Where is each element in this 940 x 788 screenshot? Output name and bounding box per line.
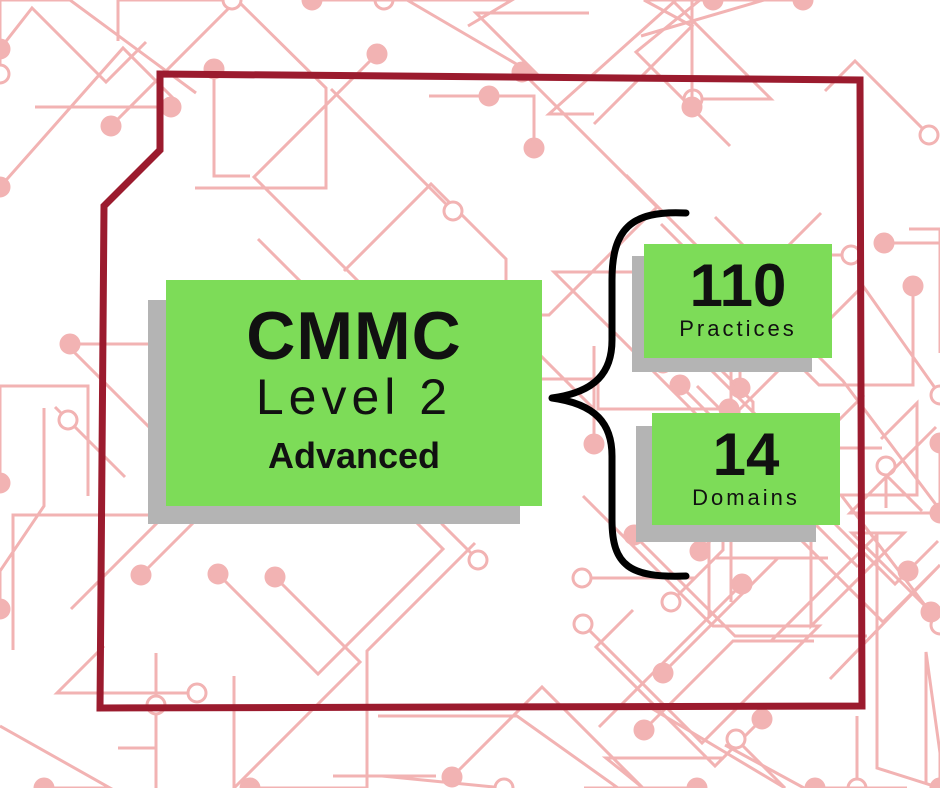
circuit-trace: [0, 5, 148, 85]
circuit-node: [751, 708, 773, 730]
domains-count: 14: [712, 421, 780, 488]
circuit-trace: [333, 774, 505, 788]
circuit-node: [929, 777, 940, 788]
circuit-trace: [642, 639, 814, 732]
circuit-trace: [212, 69, 250, 178]
circuit-trace: [0, 408, 46, 609]
circuit-node: [57, 409, 79, 431]
circuit-trace: [378, 714, 697, 788]
circuit-node: [571, 567, 593, 589]
circuit-node: [902, 275, 924, 297]
circuit-node: [929, 384, 940, 406]
circuit-node: [652, 662, 674, 684]
card-title: CMMC: [246, 298, 462, 374]
circuit-node: [523, 137, 545, 159]
circuit-node: [59, 333, 81, 355]
circuit-node: [0, 598, 11, 620]
circuit-node: [583, 433, 605, 455]
practices-label: Practices: [679, 316, 797, 341]
circuit-trace: [884, 227, 940, 353]
circuit-trace: [329, 87, 455, 213]
circuit-trace: [384, 0, 515, 28]
circuit-trace: [632, 533, 867, 638]
circuit-node: [373, 0, 395, 11]
circuit-trace: [250, 541, 477, 788]
circuit-node: [186, 682, 208, 704]
circuit-node: [0, 472, 11, 494]
circuit-trace: [809, 514, 933, 630]
circuit-node: [467, 549, 489, 571]
circuit-trace: [109, 0, 328, 190]
circuit-trace: [924, 651, 940, 788]
circuit-node: [264, 566, 286, 588]
circuit-node: [0, 63, 11, 85]
main-card: CMMC Level 2 Advanced: [166, 280, 542, 506]
circuit-trace: [232, 575, 363, 788]
circuit-node: [792, 0, 814, 11]
circuit-node: [681, 96, 703, 118]
circuit-trace: [53, 644, 197, 695]
circuit-node: [725, 728, 747, 750]
circuit-trace: [661, 556, 828, 675]
circuit-trace: [118, 653, 158, 788]
circuit-trace: [884, 466, 924, 513]
circuit-trace: [0, 724, 114, 788]
circuit-node: [660, 591, 682, 613]
circuit-node: [130, 564, 152, 586]
circuit-node: [702, 0, 724, 11]
circuit-node: [804, 777, 826, 788]
circuit-node: [846, 777, 868, 788]
circuit-trace: [592, 0, 695, 126]
circuit-node: [929, 502, 940, 524]
domains-label: Domains: [692, 485, 800, 510]
circuit-node: [301, 0, 323, 11]
card-level: Level 2: [255, 369, 453, 425]
circuit-trace: [0, 0, 197, 95]
circuit-trace: [640, 0, 775, 101]
circuit-trace: [53, 405, 127, 479]
circuit-trace: [465, 94, 536, 148]
circuit-node: [442, 200, 464, 222]
circuit-node: [686, 777, 708, 788]
circuit-trace: [550, 270, 712, 430]
card-tier: Advanced: [267, 435, 441, 476]
practices-card: 110 Practices: [644, 244, 832, 358]
circuit-node: [920, 601, 940, 623]
circuit-node: [929, 432, 940, 454]
circuit-node: [493, 777, 515, 788]
circuit-node: [572, 613, 594, 635]
circuit-node: [897, 560, 919, 582]
circuit-node: [918, 124, 940, 146]
circuit-node: [366, 43, 388, 65]
circuit-trace: [633, 0, 811, 148]
circuit-trace: [116, 0, 232, 41]
circuit-trace: [545, 0, 803, 116]
circuit-node: [33, 777, 55, 788]
circuit-trace: [523, 377, 729, 411]
circuit-trace: [11, 513, 205, 650]
circuit-node: [633, 719, 655, 741]
circuit-trace: [846, 425, 940, 515]
domains-card: 14 Domains: [652, 413, 840, 525]
circuit-node: [207, 563, 229, 585]
circuit-node: [0, 38, 11, 60]
circuit-trace: [769, 531, 940, 788]
circuit-node: [873, 232, 895, 254]
circuit-node: [100, 115, 122, 137]
circuit-node: [669, 374, 691, 396]
circuit-node: [239, 777, 261, 788]
circuit-node: [0, 176, 11, 198]
circuit-node: [221, 0, 243, 11]
practices-count: 110: [689, 252, 787, 319]
